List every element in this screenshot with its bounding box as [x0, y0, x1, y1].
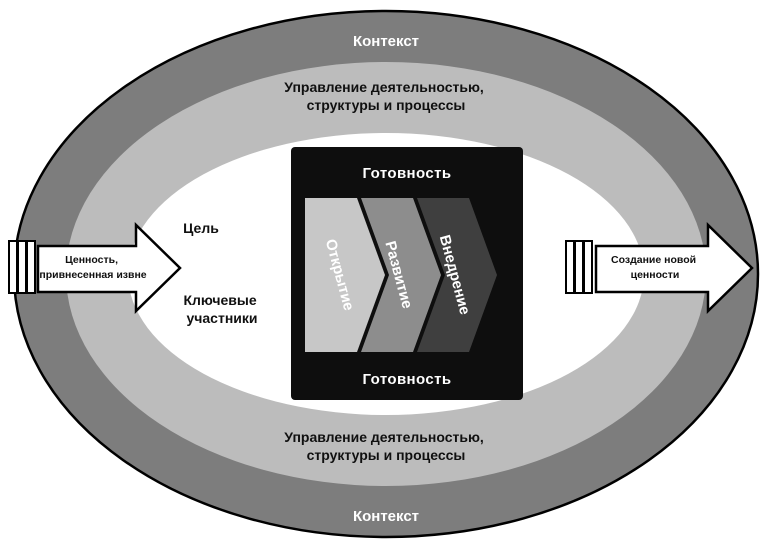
- management-bottom-line1: Управление деятельностью,: [284, 429, 484, 445]
- input-arrow-label: Ценность, привнесенная извне: [39, 254, 146, 281]
- key-participants-line2: участники: [186, 310, 257, 326]
- readiness-bottom-label: Готовность: [362, 371, 451, 388]
- readiness-top-label: Готовность: [362, 165, 451, 182]
- output-arrow: [594, 222, 754, 314]
- context-top-label: Контекст: [353, 33, 419, 50]
- management-bottom-label: Управление деятельностью, структуры и пр…: [284, 429, 487, 463]
- key-participants-label: Ключевые участники: [183, 292, 260, 326]
- stage-chevron-development: [361, 198, 441, 352]
- output-connector-icon: [565, 240, 593, 294]
- output-arrow-line1: Создание новой: [611, 254, 696, 266]
- input-connector-icon: [8, 240, 36, 294]
- input-arrow-line1: Ценность,: [65, 254, 118, 266]
- management-bottom-line2: структуры и процессы: [307, 447, 466, 463]
- goal-label: Цель: [183, 220, 219, 236]
- management-top-line2: структуры и процессы: [307, 97, 466, 113]
- stage-chevron-discovery: [305, 198, 385, 352]
- key-participants-line1: Ключевые: [183, 292, 256, 308]
- output-arrow-label: Создание новой ценности: [611, 254, 699, 281]
- input-arrow: [36, 222, 182, 314]
- stage-chevron-implementation: [417, 198, 497, 352]
- input-arrow-line2: привнесенная извне: [39, 269, 146, 281]
- management-top-line1: Управление деятельностью,: [284, 79, 484, 95]
- management-top-label: Управление деятельностью, структуры и пр…: [284, 79, 487, 113]
- output-arrow-line2: ценности: [631, 269, 680, 281]
- context-bottom-label: Контекст: [353, 508, 419, 525]
